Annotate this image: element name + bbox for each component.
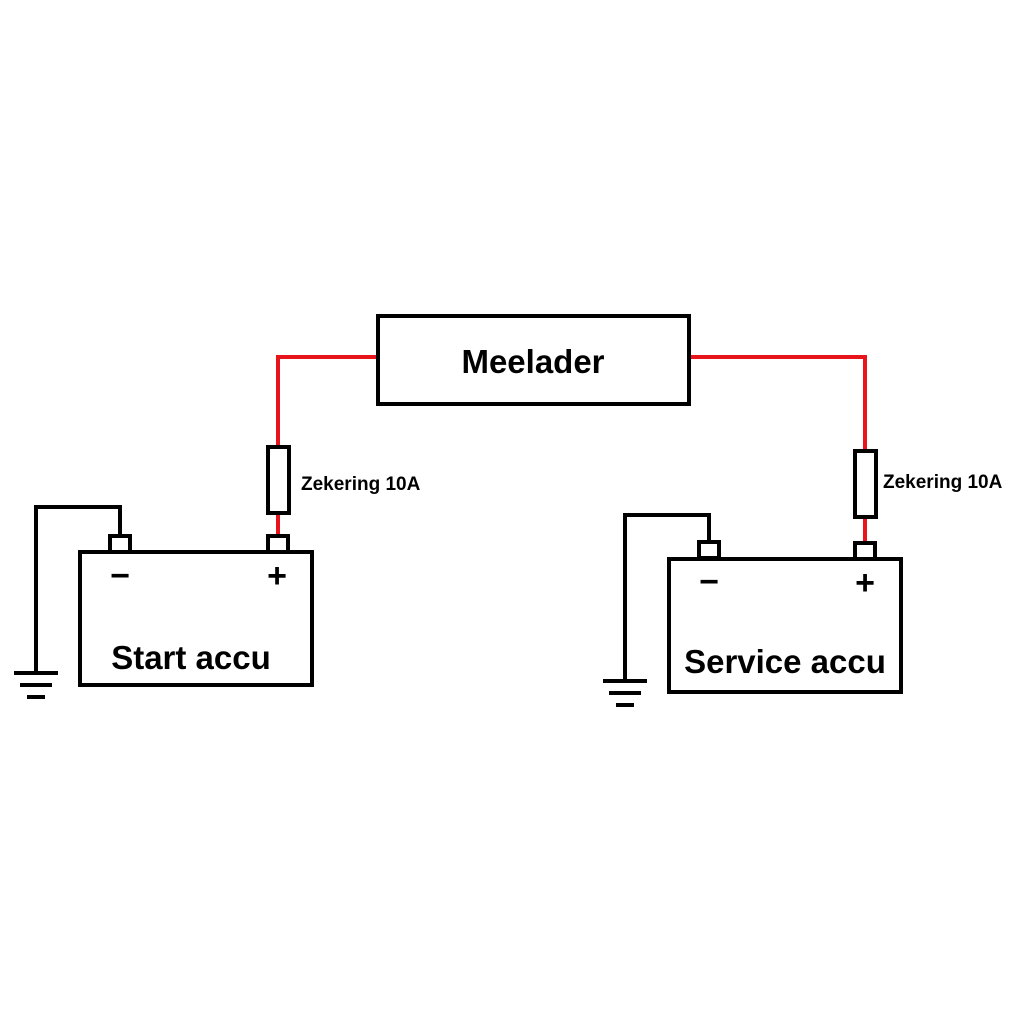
battery-service-label: Service accu [684, 643, 886, 680]
charger-box: Meelader [376, 314, 691, 406]
battery-start-minus-sign: − [110, 557, 130, 595]
fuse-right-label: Zekering 10A [883, 472, 1003, 493]
negative-wire-right [623, 513, 711, 680]
battery-service-minus-terminal [697, 540, 721, 560]
battery-service-minus-sign: − [699, 563, 719, 601]
battery-start-minus-terminal [108, 534, 132, 554]
positive-wire-left-upper [276, 355, 378, 447]
charger-outline [376, 314, 691, 406]
fuse-right-body [853, 449, 878, 519]
ground-icon [603, 679, 647, 707]
negative-wires [34, 505, 711, 680]
ground-icon [14, 671, 58, 699]
battery-start-label: Start accu [111, 639, 271, 676]
charger-label: Meelader [461, 343, 604, 380]
battery-service: − + Service accu [667, 540, 903, 694]
battery-service-body [667, 557, 903, 694]
fuse-left-label: Zekering 10A [301, 474, 421, 495]
fuse-right: Zekering 10A [853, 449, 1003, 519]
battery-start-plus-sign: + [267, 557, 287, 595]
fuse-left: Zekering 10A [266, 445, 421, 515]
negative-wire-left [34, 505, 122, 672]
positive-wires [276, 355, 867, 543]
battery-start-plus-terminal [266, 534, 290, 554]
fuse-left-body [266, 445, 291, 515]
battery-service-plus-sign: + [855, 564, 875, 602]
battery-start: − + Start accu [78, 534, 314, 687]
battery-start-body [78, 550, 314, 687]
battery-service-plus-terminal [853, 541, 877, 561]
positive-wire-right-upper [689, 355, 867, 451]
